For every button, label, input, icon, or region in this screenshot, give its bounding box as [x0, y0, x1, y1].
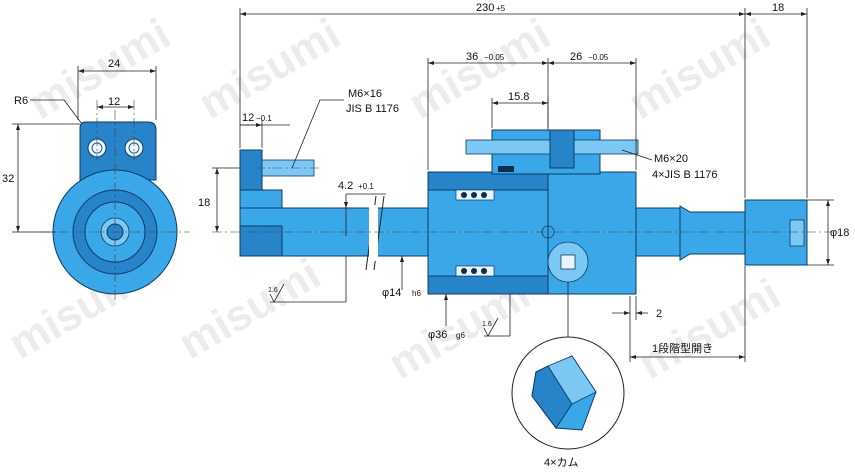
front-dimensions: 230 +5 18 36 −0.05 26 −0.05 15.8 12 −0.1	[198, 2, 849, 362]
label-screw-left-2: JIS B 1176	[346, 103, 399, 115]
dim-key-length: 15.8	[508, 91, 529, 103]
rod-neck	[679, 205, 746, 261]
dim-left-step: 12	[242, 112, 254, 124]
dim-left-height: 18	[198, 197, 210, 209]
ball-row-bottom	[455, 265, 495, 277]
watermark: misumi	[21, 9, 179, 128]
dim-radius: R6	[14, 95, 28, 107]
dim-left-step-tol: −0.1	[256, 114, 272, 123]
dim-body-fit: g6	[456, 331, 465, 340]
dim-offset: 4.2	[338, 180, 353, 192]
roughness-left: 1.6	[268, 287, 278, 294]
dim-body-left: 36	[466, 51, 478, 63]
dim-body-left-tol: −0.05	[484, 53, 505, 62]
dim-right-end: 18	[772, 2, 784, 14]
side-plate	[79, 121, 157, 181]
label-screw-right-2: 4×JIS B 1176	[652, 169, 718, 181]
dim-side-width: 24	[108, 58, 120, 70]
dim-overall-length: 230	[476, 2, 494, 14]
dim-shaft-fit: h6	[412, 289, 421, 298]
dim-shaft-dia: φ14	[382, 287, 401, 299]
roughness-center: 1.6	[482, 321, 492, 328]
dim-overall-tol: +5	[496, 4, 506, 13]
dim-body-right-tol: −0.05	[588, 53, 609, 62]
label-step-note: 1段階型開き	[652, 341, 713, 355]
watermark: misumi	[621, 9, 779, 128]
watermark: misumi	[191, 9, 349, 128]
dim-rod-dia: φ18	[830, 227, 849, 239]
watermark: misumi	[401, 9, 559, 128]
dim-hole-pitch: 12	[108, 96, 120, 108]
dim-body-dia: φ36	[428, 329, 447, 341]
label-screw-left-1: M6×16	[348, 88, 382, 100]
front-view	[212, 129, 842, 295]
ball-row-top	[455, 189, 495, 201]
watermark: misumi	[631, 269, 789, 388]
side-view: 24 12 R6 32	[2, 58, 190, 300]
dim-side-height: 32	[2, 173, 14, 185]
dim-gap: 2	[656, 308, 662, 320]
label-cam: 4×カム	[544, 456, 579, 469]
watermark: misumi	[171, 249, 329, 368]
dim-body-right: 26	[570, 51, 582, 63]
cam-detail: 4×カム	[511, 282, 625, 469]
label-screw-right-1: M6×20	[654, 153, 688, 165]
dim-offset-tol: +0.1	[358, 182, 374, 191]
